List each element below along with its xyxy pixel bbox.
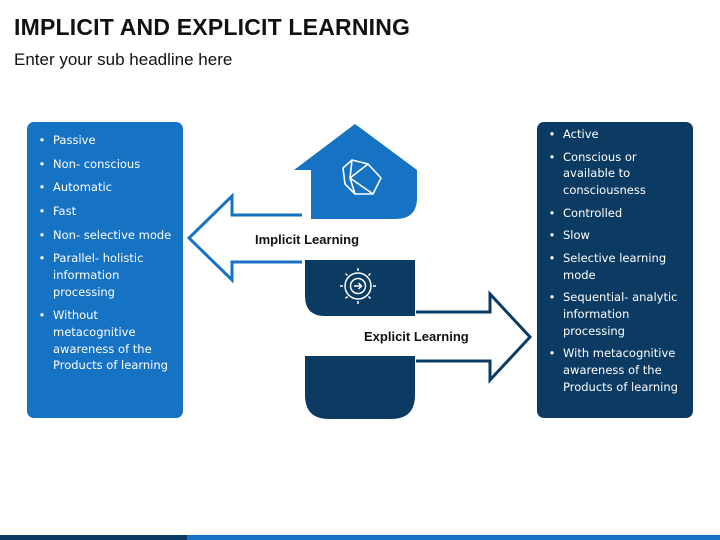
list-item: •Without metacognitive awareness of the …: [38, 308, 168, 373]
list-item: •Passive: [38, 133, 96, 147]
explicit-arrow: [416, 290, 533, 384]
list-item: •Slow: [548, 228, 590, 243]
list-item: •Conscious or available to consciousness: [548, 149, 646, 198]
footer-bar: [0, 535, 720, 540]
list-item: •Sequential- analytic information proces…: [548, 290, 678, 338]
bottom-bowl: [305, 356, 415, 419]
page-title: IMPLICIT AND EXPLICIT LEARNING: [14, 14, 411, 40]
gear-arrow-icon: [340, 268, 376, 304]
crystal-shape-icon: [342, 159, 382, 195]
list-item: •Fast: [38, 204, 77, 219]
house-shape: [294, 124, 417, 219]
list-item: •Selective learning mode: [548, 251, 667, 282]
implicit-learning-label: Implicit Learning: [255, 232, 360, 247]
list-item: •Active: [548, 127, 599, 141]
explicit-traits-list: •Active •Conscious or available to consc…: [537, 126, 683, 395]
list-item: •Controlled: [548, 205, 623, 220]
page-subtitle: Enter your sub headline here: [14, 50, 233, 69]
implicit-traits-list: •Passive •Non- conscious •Automatic •Fas…: [27, 132, 173, 374]
list-item: •Non- conscious: [38, 156, 141, 171]
implicit-arrow: [186, 192, 302, 284]
explicit-traits-panel: •Active •Conscious or available to consc…: [537, 122, 693, 418]
list-item: •Parallel- holistic information processi…: [38, 251, 144, 299]
list-item: •Non- selective mode: [38, 227, 172, 242]
list-item: •Automatic: [38, 180, 112, 195]
implicit-traits-panel: •Passive •Non- conscious •Automatic •Fas…: [27, 122, 183, 418]
list-item: •With metacognitive awareness of the Pro…: [548, 346, 678, 394]
explicit-learning-label: Explicit Learning: [364, 329, 469, 344]
